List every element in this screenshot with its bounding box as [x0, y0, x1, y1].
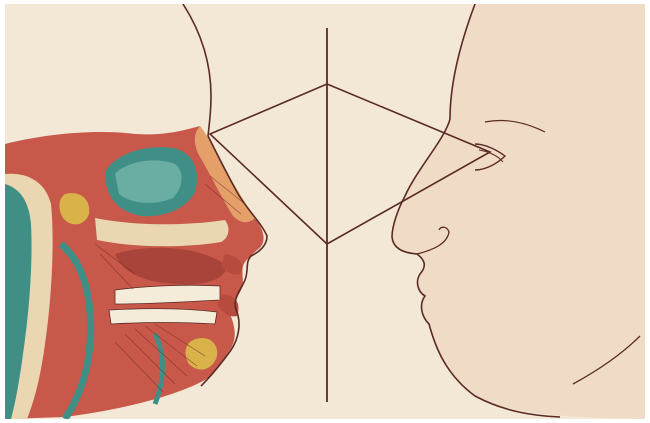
lower-teeth	[109, 309, 217, 324]
nasal-turbinate	[115, 160, 182, 203]
illustration-frame	[5, 4, 645, 419]
upper-teeth	[115, 285, 220, 304]
illustration-canvas	[5, 4, 645, 419]
